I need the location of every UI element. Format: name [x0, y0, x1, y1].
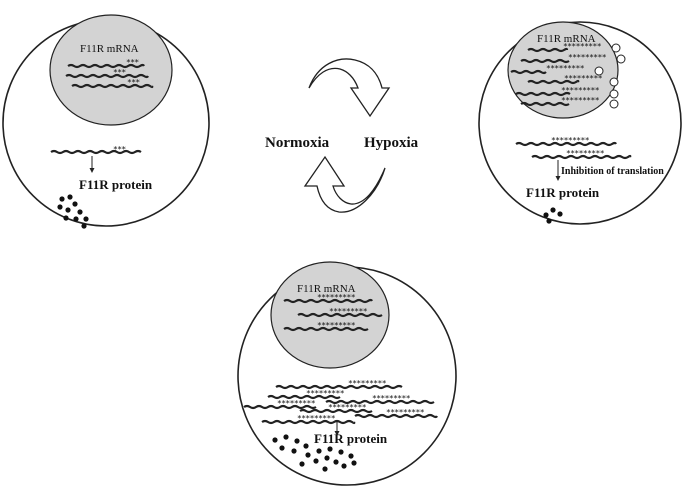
polya-tail: ********* — [372, 394, 411, 403]
polya-tail: ********* — [563, 42, 602, 51]
polya-tail: ********* — [386, 408, 425, 417]
translation-block — [609, 89, 619, 99]
polya-tail: ********* — [568, 53, 607, 62]
cytoplasmic-mrna-strand: ********* — [275, 379, 403, 390]
mrna-strand: *** — [71, 78, 154, 89]
polya-tail: ********* — [564, 74, 603, 83]
nucleus — [49, 14, 173, 126]
cytoplasmic-mrna-strand: ********* — [261, 414, 356, 425]
translation-block — [616, 54, 626, 64]
cytoplasmic-mrna-strand: *** — [50, 145, 142, 155]
mrna-strand: *** — [67, 58, 145, 69]
mrna-strand: *** — [65, 68, 149, 79]
upper-cycle-arrow — [308, 58, 391, 118]
normoxia-cell: F11R mRNA *** *** *** *** F11R protein — [2, 14, 210, 229]
polya-tail: ********* — [551, 136, 590, 145]
normoxia-label: Normoxia — [265, 135, 330, 151]
translation-block — [609, 99, 619, 109]
cytoplasmic-mrna-strand: ********* — [243, 399, 317, 410]
protein-label: F11R protein — [79, 177, 153, 192]
mrna-strand: ********* — [520, 96, 619, 109]
cytoplasmic-mrna-strand: ********* — [354, 408, 438, 419]
polya-tail: ********* — [328, 403, 367, 412]
polya-tail: *** — [113, 68, 126, 77]
protein-dots — [543, 207, 563, 224]
mrna-strand: ********* — [527, 74, 619, 87]
polya-tail: *** — [113, 145, 126, 154]
cytoplasmic-mrna-strand: ********* — [299, 403, 373, 414]
polya-tail: ********* — [297, 414, 336, 423]
hypoxia-label: Hypoxia — [364, 135, 419, 151]
polya-tail: ********* — [306, 389, 345, 398]
polya-tail: ********* — [348, 379, 387, 388]
mrna-strand: ********* — [283, 293, 373, 304]
mrna-strand: ********* — [297, 307, 383, 318]
polya-tail: *** — [127, 78, 140, 87]
translation-block — [594, 66, 604, 76]
protein-dots — [272, 434, 357, 472]
mrna-strand: ********* — [520, 53, 626, 64]
cytoplasmic-mrna-strand: ********* — [267, 389, 345, 400]
normoxia-hypoxia-cycle: Normoxia Hypoxia — [265, 58, 419, 213]
mrna-strand: ********* — [515, 86, 619, 99]
polya-tail: ********* — [561, 86, 600, 95]
polya-tail: ********* — [566, 149, 605, 158]
cytoplasmic-mrna-strand: ********* — [531, 149, 632, 160]
translation-block — [611, 43, 621, 53]
polya-tail: ********* — [317, 293, 356, 302]
polya-tail: ********* — [561, 96, 600, 105]
cytoplasmic-mrna-strand: ********* — [515, 136, 617, 147]
polya-tail: ********* — [317, 321, 356, 330]
protein-label: F11R protein — [526, 185, 600, 200]
inhibition-label: Inhibition of translation — [561, 166, 664, 177]
hypoxia-cell: F11R mRNA ********* ********* ********* … — [478, 21, 682, 225]
protein-label: F11R protein — [314, 431, 388, 446]
mrna-strand: ********* — [527, 42, 621, 53]
mrna-strand: ********* — [283, 321, 369, 332]
polya-tail: ********* — [546, 64, 585, 73]
mrna-label: F11R mRNA — [297, 283, 356, 295]
translation-block — [609, 77, 619, 87]
bottom-cell: F11R mRNA ********* ********* ********* … — [237, 261, 457, 486]
lower-cycle-arrow — [303, 155, 386, 213]
polya-tail: *** — [126, 58, 139, 67]
mrna-label: F11R mRNA — [80, 43, 139, 55]
polya-tail: ********* — [277, 399, 316, 408]
mrna-strand: ********* — [510, 64, 604, 76]
cytoplasmic-mrna-strand: ********* — [325, 394, 435, 405]
polya-tail: ********* — [329, 307, 368, 316]
mrna-label: F11R mRNA — [537, 33, 596, 45]
protein-dots — [57, 194, 89, 229]
